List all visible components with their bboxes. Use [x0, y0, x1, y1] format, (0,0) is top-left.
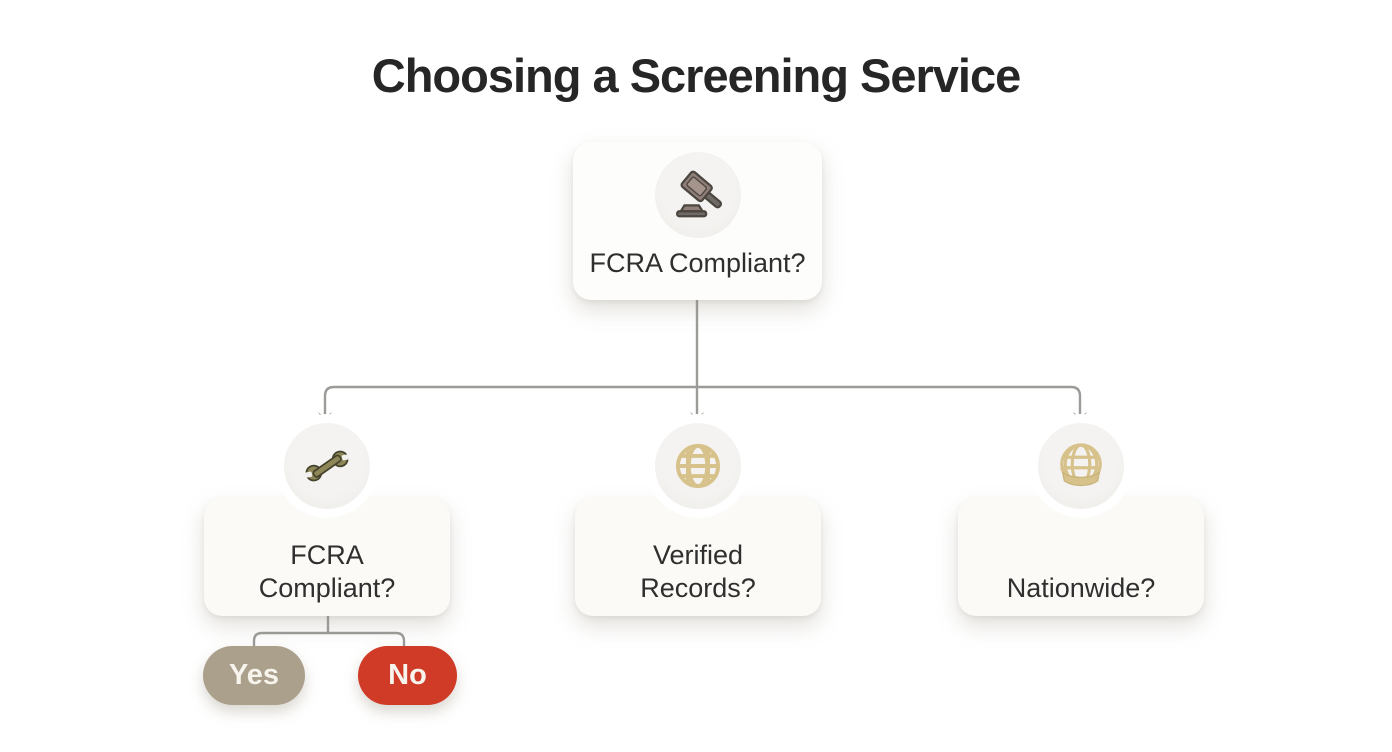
branch-node-verified-records: Verified Records? — [575, 423, 821, 616]
node-label-line: Records? — [640, 572, 756, 603]
wrench-icon — [304, 450, 350, 482]
node-label-line: FCRA — [290, 540, 364, 571]
decision-rail — [252, 631, 406, 648]
branch-node-fcra-compliant: FCRA Compliant? — [204, 423, 450, 616]
arrowhead-left — [318, 412, 332, 423]
gavel-icon — [675, 170, 722, 218]
node-label-line: Verified — [652, 540, 744, 571]
icon-circle — [1038, 423, 1124, 509]
node-label-line: Compliant? — [258, 572, 396, 603]
icon-circle — [654, 152, 741, 238]
icon-circle — [655, 423, 741, 509]
globe-dome-icon — [1060, 443, 1102, 487]
node-card: Verified Records? — [575, 498, 821, 616]
root-node-fcra-compliant: FCRA Compliant? — [573, 142, 822, 300]
globe-grid-icon — [675, 443, 721, 489]
node-label-line: Nationwide? — [1006, 572, 1156, 603]
branch-node-nationwide: Nationwide? — [958, 423, 1204, 616]
arrowhead-right — [1073, 412, 1087, 423]
node-card: FCRA Compliant? — [204, 498, 450, 616]
branches-horizontal-rail — [323, 385, 1082, 418]
node-label: FCRA Compliant? — [589, 248, 806, 278]
no-button[interactable]: No — [358, 646, 457, 705]
page-title: Choosing a Screening Service — [371, 49, 1022, 102]
icon-circle — [284, 423, 370, 509]
yes-button[interactable]: Yes — [203, 646, 305, 705]
node-card: Nationwide? — [958, 498, 1204, 616]
arrowhead-center — [690, 412, 704, 423]
